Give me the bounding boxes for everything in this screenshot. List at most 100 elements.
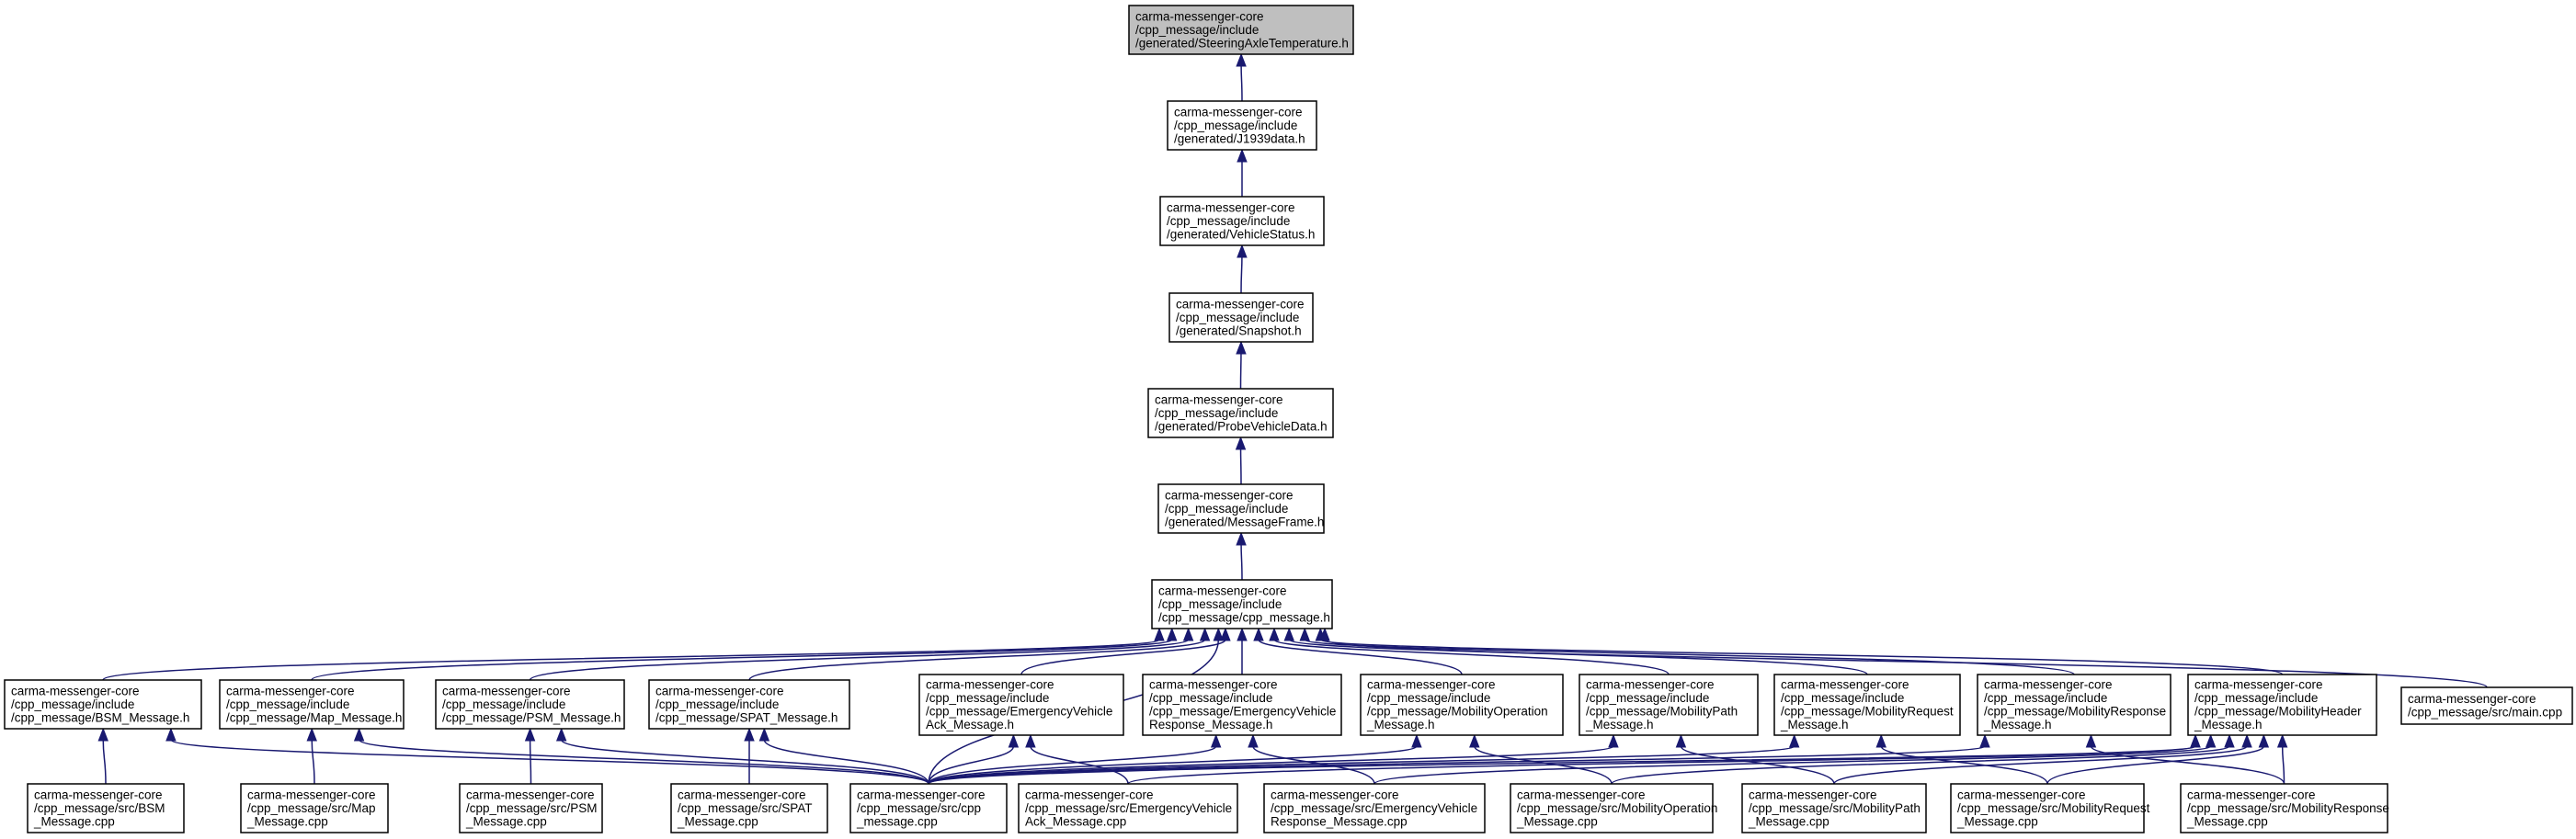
edge-map-h-to-cppmsg-h xyxy=(311,627,1178,681)
arrowhead xyxy=(2224,733,2235,748)
edge-evack-cpp-to-mobhdr-h xyxy=(1127,733,2201,785)
node-label-line: /cpp_message/include xyxy=(1155,406,1278,420)
node-label-line: carma-messenger-core xyxy=(1176,297,1305,311)
node-box xyxy=(2400,686,2573,725)
node-label-line: carma-messenger-core xyxy=(466,788,595,801)
node-mobop-cpp[interactable]: carma-messenger-core/cpp_message/src/Mob… xyxy=(1510,783,1717,833)
node-label-line: carma-messenger-core xyxy=(1158,584,1287,597)
node-label-line: /cpp_message/include xyxy=(226,697,349,711)
node-j1939[interactable]: carma-messenger-core/cpp_message/include… xyxy=(1167,100,1317,151)
node-box xyxy=(648,679,850,730)
node-label-line: carma-messenger-core xyxy=(857,788,986,801)
node-label-line: carma-messenger-core xyxy=(226,684,355,697)
node-bsm-h[interactable]: carma-messenger-core/cpp_message/include… xyxy=(4,679,202,730)
edge-psm-cpp-to-psm-h xyxy=(524,727,536,785)
node-evack-cpp[interactable]: carma-messenger-core/cpp_message/src/Eme… xyxy=(1018,783,1238,833)
node-main-cpp[interactable]: carma-messenger-core/cpp_message/src/mai… xyxy=(2400,686,2573,725)
node-mobhdr-h[interactable]: carma-messenger-core/cpp_message/include… xyxy=(2187,674,2377,736)
node-mobresp-h[interactable]: carma-messenger-core/cpp_message/include… xyxy=(1977,674,2171,736)
node-label-line: /cpp_message/src/MobilityResponse xyxy=(2187,801,2389,815)
edge-cppmsg-cpp-to-evack-h xyxy=(928,733,1020,785)
node-psm-cpp[interactable]: carma-messenger-core/cpp_message/src/PSM… xyxy=(459,783,603,833)
node-spat-cpp[interactable]: carma-messenger-core/cpp_message/src/SPA… xyxy=(670,783,828,833)
node-box xyxy=(1151,579,1333,629)
edge-layer xyxy=(97,52,2488,785)
edge-bsm-h-to-cppmsg-h xyxy=(102,627,1165,681)
node-psm-h[interactable]: carma-messenger-core/cpp_message/include… xyxy=(435,679,625,730)
arrowhead xyxy=(1199,627,1211,641)
node-mobresp-cpp[interactable]: carma-messenger-core/cpp_message/src/Mob… xyxy=(2180,783,2389,833)
node-label-line: Response_Message.cpp xyxy=(1271,814,1408,828)
node-map-h[interactable]: carma-messenger-core/cpp_message/include… xyxy=(219,679,405,730)
arrowhead xyxy=(1236,340,1247,355)
node-box xyxy=(1977,674,2171,736)
node-box xyxy=(219,679,405,730)
node-label-line: /generated/J1939data.h xyxy=(1174,131,1305,145)
node-box xyxy=(1168,292,1314,343)
node-label-line: carma-messenger-core xyxy=(1165,488,1294,502)
node-label-line: carma-messenger-core xyxy=(1586,678,1715,692)
node-cppmsg-h[interactable]: carma-messenger-core/cpp_message/include… xyxy=(1151,579,1333,629)
node-mobpath-h[interactable]: carma-messenger-core/cpp_message/include… xyxy=(1579,674,1759,736)
arrowhead xyxy=(524,727,536,742)
node-label-line: _Message.h xyxy=(1366,718,1435,731)
edge-snapshot-to-vehiclestatus xyxy=(1237,244,1248,294)
edge-main-cpp-to-cppmsg-h xyxy=(1319,627,2488,688)
node-box xyxy=(1018,783,1238,833)
edge-mobpath-h-to-cppmsg-h xyxy=(1269,627,1670,675)
edge-bsm-cpp-to-bsm-h xyxy=(97,727,108,785)
node-label-line: _Message.cpp xyxy=(677,814,758,828)
node-label-line: /cpp_message/include xyxy=(1174,119,1297,132)
node-box xyxy=(1741,783,1927,833)
node-box xyxy=(1147,388,1334,438)
node-label-line: /cpp_message/include xyxy=(442,697,565,711)
node-box xyxy=(1157,483,1325,534)
node-probe[interactable]: carma-messenger-core/cpp_message/include… xyxy=(1147,388,1334,438)
edge-mobpath-cpp-to-mobpath-h xyxy=(1675,733,1835,785)
node-label-line: /cpp_message/include xyxy=(1367,691,1490,705)
node-mobreq-cpp[interactable]: carma-messenger-core/cpp_message/src/Mob… xyxy=(1950,783,2150,833)
node-label-line: carma-messenger-core xyxy=(442,684,571,697)
node-label-line: _Message.cpp xyxy=(33,814,115,828)
node-label-line: /generated/ProbeVehicleData.h xyxy=(1155,419,1328,433)
edge-vehiclestatus-to-j1939 xyxy=(1237,148,1248,197)
node-snapshot[interactable]: carma-messenger-core/cpp_message/include… xyxy=(1168,292,1314,343)
node-msgframe[interactable]: carma-messenger-core/cpp_message/include… xyxy=(1157,483,1325,534)
node-label-line: carma-messenger-core xyxy=(2194,678,2323,692)
node-label-line: /cpp_message/SPAT_Message.h xyxy=(655,710,838,724)
node-evack-h[interactable]: carma-messenger-core/cpp_message/include… xyxy=(918,674,1124,736)
arrowhead xyxy=(1283,627,1294,641)
node-evresp-cpp[interactable]: carma-messenger-core/cpp_message/src/Eme… xyxy=(1263,783,1486,833)
node-mobreq-h[interactable]: carma-messenger-core/cpp_message/include… xyxy=(1773,674,1961,736)
node-vehiclestatus[interactable]: carma-messenger-core/cpp_message/include… xyxy=(1159,196,1325,246)
node-cppmsg-cpp[interactable]: carma-messenger-core/cpp_message/src/cpp… xyxy=(849,783,1008,833)
arrowhead xyxy=(353,727,365,742)
edge-cppmsg-cpp-to-mobresp-h xyxy=(928,733,1990,785)
node-spat-h[interactable]: carma-messenger-core/cpp_message/include… xyxy=(648,679,850,730)
node-map-cpp[interactable]: carma-messenger-core/cpp_message/src/Map… xyxy=(240,783,389,833)
node-label-line: Ack_Message.cpp xyxy=(1025,814,1126,828)
node-label-line: /cpp_message/include xyxy=(1135,23,1259,37)
arrowhead xyxy=(1299,627,1310,641)
node-mobpath-cpp[interactable]: carma-messenger-core/cpp_message/src/Mob… xyxy=(1741,783,1927,833)
node-bsm-cpp[interactable]: carma-messenger-core/cpp_message/src/BSM… xyxy=(27,783,185,833)
arrowhead xyxy=(2276,733,2288,748)
node-label-line: carma-messenger-core xyxy=(1517,788,1646,801)
edge-psm-h-to-cppmsg-h xyxy=(529,627,1194,681)
node-mobop-h[interactable]: carma-messenger-core/cpp_message/include… xyxy=(1360,674,1564,736)
arrowhead xyxy=(1220,627,1231,641)
arrowhead xyxy=(1979,733,1990,748)
node-label-line: carma-messenger-core xyxy=(1957,788,2086,801)
node-label-line: /cpp_message/src/Map xyxy=(247,801,376,815)
node-label-line: _Message.h xyxy=(1983,718,2052,731)
node-label-line: /cpp_message/include xyxy=(926,691,1049,705)
edge-cppmsg-cpp-to-map-h xyxy=(353,727,929,785)
arrowhead xyxy=(1237,148,1248,163)
node-steering[interactable]: carma-messenger-core/cpp_message/include… xyxy=(1128,5,1354,55)
node-box xyxy=(240,783,389,833)
node-box xyxy=(1159,196,1325,246)
node-label-line: /generated/SteeringAxleTemperature.h xyxy=(1135,36,1349,50)
node-label-line: Ack_Message.h xyxy=(926,718,1014,731)
node-evresp-h[interactable]: carma-messenger-core/cpp_message/include… xyxy=(1142,674,1342,736)
node-label-line: /cpp_message/src/MobilityRequest xyxy=(1957,801,2150,815)
